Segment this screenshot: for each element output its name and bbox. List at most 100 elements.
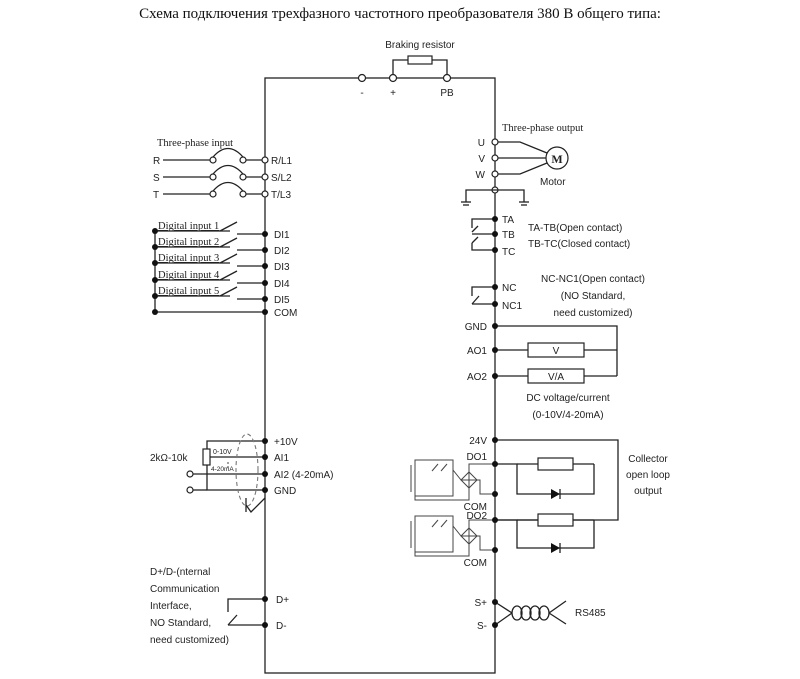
ao-note-line1: DC voltage/current: [526, 393, 610, 404]
comm-note-line5: need customized): [150, 635, 229, 646]
meter-va-label: V/A: [548, 372, 564, 383]
terminal-splus-label: S+: [474, 598, 487, 609]
relay-output-group: TA TB TC TA-TB(Open contact) TB-TC(Close…: [471, 215, 630, 258]
digital-input-row: Digital input 2 DI2: [152, 237, 290, 257]
line-s-label: S: [153, 173, 160, 184]
rs485-group: S+ S- RS485: [474, 598, 606, 632]
terminal-plus: [388, 73, 398, 83]
terminal-rl1-label: R/L1: [271, 156, 293, 167]
terminal-gnd-label: GND: [274, 486, 296, 497]
motor-icon: [545, 146, 569, 170]
breaker-icon: [212, 181, 244, 192]
terminal-tl3-label: T/L3: [271, 190, 291, 201]
three-phase-input-label: Three-phase input: [157, 138, 233, 149]
switch-icon: [219, 221, 238, 232]
load-resistor-1: [537, 457, 574, 471]
terminal-com2-label: COM: [464, 558, 487, 569]
do-note-line3: output: [634, 486, 662, 497]
load-resistor-2: [537, 513, 574, 527]
terminal-u-label: U: [478, 138, 485, 149]
terminal-tc-label: TC: [502, 247, 515, 258]
switch-icon: [219, 270, 238, 281]
terminal-gnd2-label: GND: [465, 322, 487, 333]
rs485-label: RS485: [575, 608, 606, 619]
digital-input-switch-label: Digital input 2: [158, 237, 219, 248]
terminal-plus-label: +: [390, 88, 396, 99]
terminal-do2-label: DO2: [466, 511, 487, 522]
digital-outputs-group: 24V DO1 COM DO2 COM Collector open loop …: [410, 436, 670, 569]
comm-note-line1: D+/D-(nternal: [150, 567, 210, 578]
breaker-icon: [212, 164, 244, 175]
terminal-do1-label: DO1: [466, 452, 487, 463]
terminal-minus: [357, 73, 367, 83]
terminal-dplus-label: D+: [276, 595, 289, 606]
terminal-di-label: DI2: [274, 246, 290, 257]
terminal-com-label: COM: [274, 308, 297, 319]
input-line-t: T T/L3: [153, 181, 291, 201]
three-phase-input-group: Three-phase input R R/L1 S S/L2 T: [153, 138, 293, 201]
terminal-10v-label: +10V: [274, 437, 298, 448]
motor-label: Motor: [540, 177, 566, 188]
input-line-r: R R/L1: [153, 147, 293, 167]
digital-input-switch-label: Digital input 3: [158, 253, 219, 264]
optocoupler-2: [414, 515, 454, 553]
three-phase-output-label: Three-phase output: [502, 123, 583, 134]
ao-note-line2: (0-10V/4-20mA): [532, 410, 603, 421]
relay2-note-line2: (NO Standard,: [561, 291, 625, 302]
shield-icon: [235, 433, 259, 507]
jumper-current-label: 4-20mA: [211, 466, 234, 473]
relay2-output-group: NC NC1 NC-NC1(Open contact) (NO Standard…: [471, 274, 645, 319]
twisted-pair-icon: [511, 605, 550, 621]
inverter-box: [264, 77, 496, 674]
line-r-label: R: [153, 156, 160, 167]
motor-symbol: M: [551, 152, 562, 166]
relay-note-closed: TB-TC(Closed contact): [528, 239, 630, 250]
input-line-s: S S/L2: [153, 164, 292, 184]
comm-interface-group: D+/D-(nternal Communication Interface, N…: [150, 567, 289, 646]
switch-icon: [219, 253, 238, 264]
braking-resistor-symbol: [407, 55, 433, 65]
optocoupler-1: [414, 459, 454, 497]
terminal-ao1-label: AO1: [467, 346, 487, 357]
comm-note-line3: Interface,: [150, 601, 192, 612]
terminal-ai2-label: AI2 (4-20mA): [274, 470, 333, 481]
terminal-w-label: W: [476, 170, 486, 181]
switch-icon: [219, 286, 238, 297]
terminal-com1-label: COM: [464, 502, 487, 513]
three-phase-output-group: Three-phase output U V W M Motor: [461, 123, 583, 206]
terminal-ta-label: TA: [502, 215, 514, 226]
breaker-icon: [212, 147, 244, 158]
terminal-pb-label: PB: [440, 88, 454, 99]
relay2-note-line3: need customized): [554, 308, 633, 319]
relay2-note-line1: NC-NC1(Open contact): [541, 274, 645, 285]
terminal-nc1-label: NC1: [502, 301, 522, 312]
terminal-sl2-label: S/L2: [271, 173, 292, 184]
jumper-voltage-label: 0-10V: [213, 449, 232, 456]
analog-inputs-group: 2kΩ-10k 0-10V 4-20mA +10V AI1 AI2 (4-20m…: [150, 433, 333, 514]
terminal-pb: [442, 73, 452, 83]
braking-resistor-label: Braking resistor: [385, 40, 455, 51]
potentiometer-label: 2kΩ-10k: [150, 453, 188, 464]
terminal-dminus-label: D-: [276, 621, 287, 632]
braking-resistor-group: Braking resistor - + PB: [357, 40, 455, 99]
terminal-di-label: DI5: [274, 295, 290, 306]
terminal-di-label: DI1: [274, 230, 290, 241]
terminal-tb-label: TB: [502, 230, 515, 241]
diagram-title: Схема подключения трехфазного частотного…: [139, 6, 661, 22]
terminal-di-label: DI4: [274, 279, 290, 290]
analog-outputs-group: V V/A GND AO1 AO2 DC voltage/current (0-…: [465, 322, 618, 421]
relay-note-open: TA-TB(Open contact): [528, 223, 622, 234]
do-note-line2: open loop: [626, 470, 670, 481]
terminal-minus-label: -: [360, 88, 363, 99]
terminal-ai1-label: AI1: [274, 453, 289, 464]
digital-input-switch-label: Digital input 4: [158, 270, 220, 281]
terminal-sminus-label: S-: [477, 621, 487, 632]
switch-icon: [219, 237, 238, 248]
terminal-v-label: V: [478, 154, 485, 165]
line-t-label: T: [153, 190, 159, 201]
